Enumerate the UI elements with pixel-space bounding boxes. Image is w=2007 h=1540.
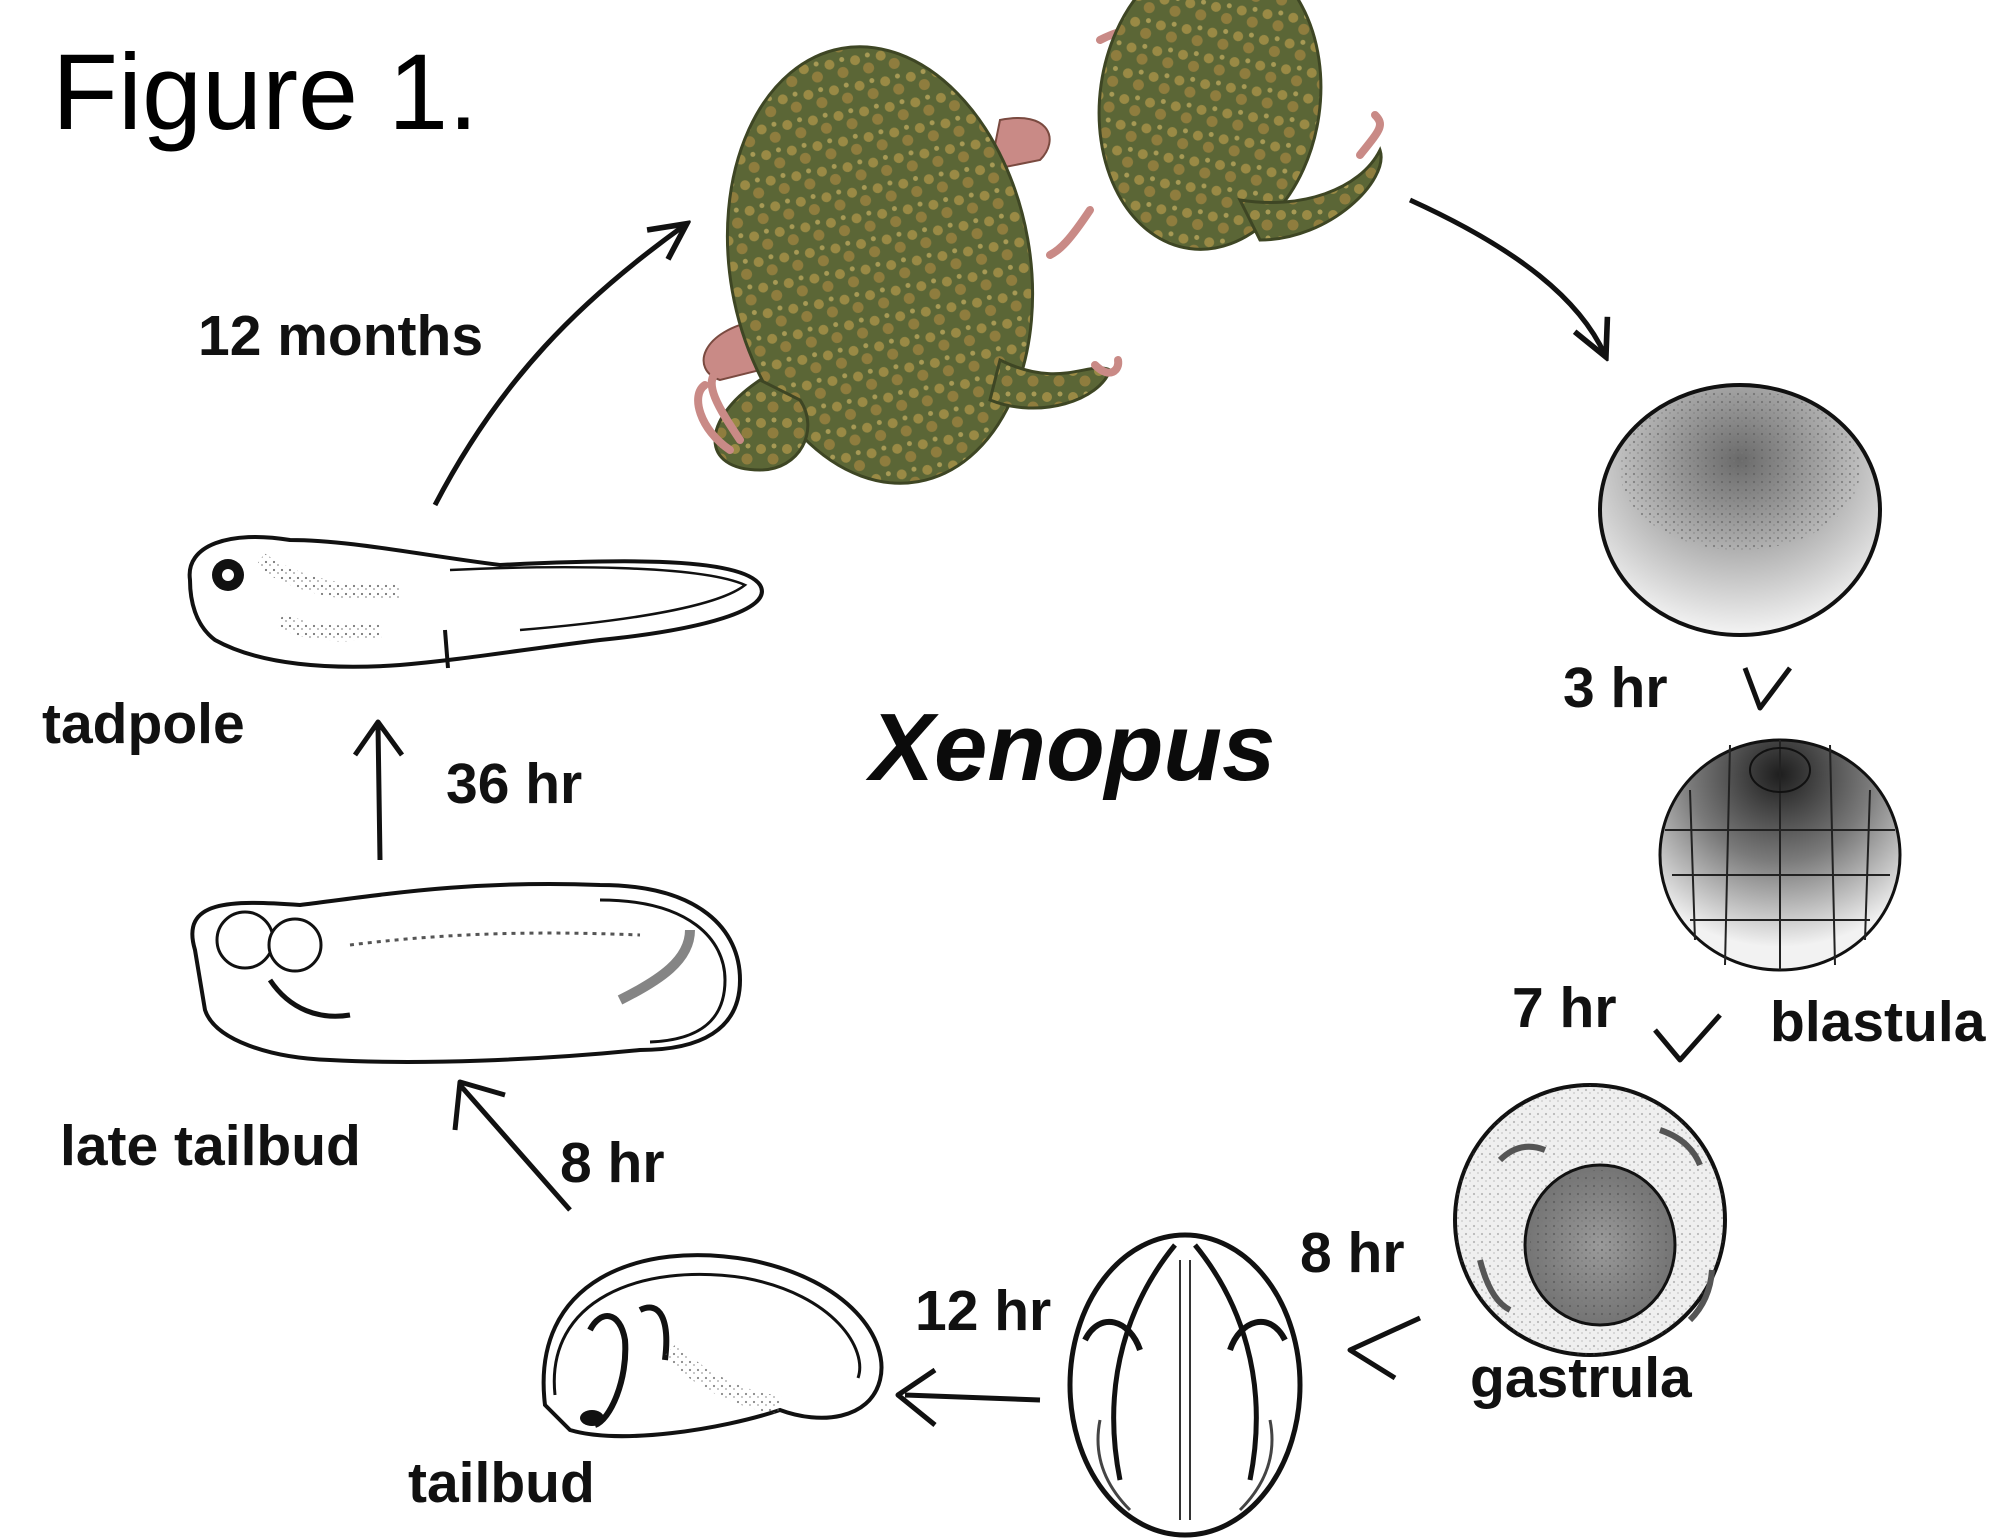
blastula-illustration [1660, 740, 1900, 970]
interval-label-12-hr: 12 hr [915, 1283, 1051, 1340]
gastrula-illustration [1455, 1085, 1725, 1355]
arrow-7hr [1655, 1015, 1720, 1060]
interval-label-12-months: 12 months [198, 308, 483, 365]
stage-label-gastrula: gastrula [1470, 1350, 1692, 1407]
tadpole-illustration [190, 537, 762, 668]
stage-label-blastula: blastula [1770, 994, 1985, 1051]
interval-label-8-hr-gastrula: 8 hr [1300, 1225, 1405, 1282]
arrow-12hr [898, 1370, 1040, 1425]
stage-label-tailbud: tailbud [408, 1455, 595, 1512]
interval-label-8-hr-late-tailbud: 8 hr [560, 1135, 665, 1192]
arrow-3hr [1745, 668, 1790, 708]
arrow-adult-to-egg [1410, 200, 1605, 355]
stage-label-late-tailbud: late tailbud [60, 1118, 361, 1175]
adult-frog-left [694, 22, 1118, 507]
organism-name: Xenopus [870, 700, 1275, 796]
interval-label-3-hr: 3 hr [1563, 660, 1668, 717]
late-tailbud-illustration [192, 884, 740, 1062]
arrow-8hr-b [455, 1082, 570, 1210]
egg-illustration [1600, 385, 1880, 635]
adult-frog-right [1050, 0, 1381, 264]
tailbud-illustration [544, 1255, 882, 1436]
frog-right-toes [1095, 360, 1118, 373]
interval-label-7-hr: 7 hr [1512, 980, 1617, 1037]
arrow-8hr-a [1350, 1318, 1420, 1378]
neurula-illustration [1070, 1235, 1300, 1535]
interval-label-36-hr: 36 hr [446, 756, 582, 813]
arrow-36hr [355, 722, 402, 860]
figure-title: Figure 1. [52, 38, 478, 146]
stage-label-tadpole: tadpole [42, 696, 245, 753]
